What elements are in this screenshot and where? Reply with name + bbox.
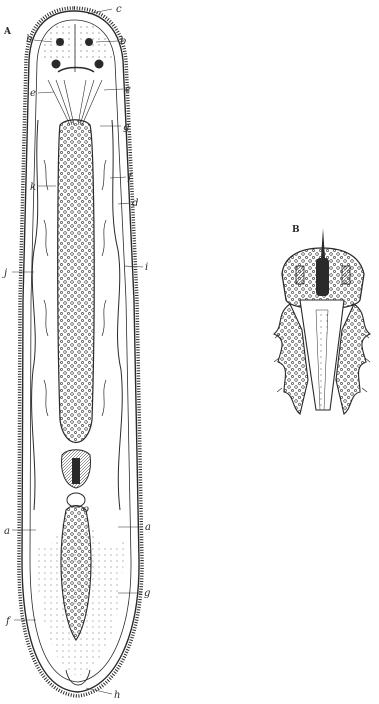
label-c: c (116, 4, 122, 15)
plate-label-b: B (292, 225, 300, 235)
label-g-top: g (123, 122, 129, 133)
plate-label-a: A (3, 27, 12, 37)
label-h: h (114, 690, 120, 701)
stylet-core (316, 258, 329, 296)
label-e-right: e (125, 84, 131, 95)
proboscis-sheath (58, 120, 94, 443)
label-j: j (2, 268, 7, 279)
label-a-right: a (145, 522, 151, 533)
label-f-bottom: f (5, 616, 12, 627)
label-g-bottom: g (144, 588, 150, 599)
label-b-right: b (120, 36, 126, 47)
duct-right (342, 266, 350, 284)
label-a-left: a (4, 526, 10, 537)
figure-b-head (274, 228, 370, 414)
label-d: d (132, 198, 138, 209)
label-k: k (30, 182, 36, 193)
duct-left (296, 266, 304, 284)
label-i: i (145, 262, 148, 273)
label-o: o (83, 504, 89, 515)
label-e-left: e (30, 88, 36, 99)
label-b-left: b (26, 34, 32, 45)
